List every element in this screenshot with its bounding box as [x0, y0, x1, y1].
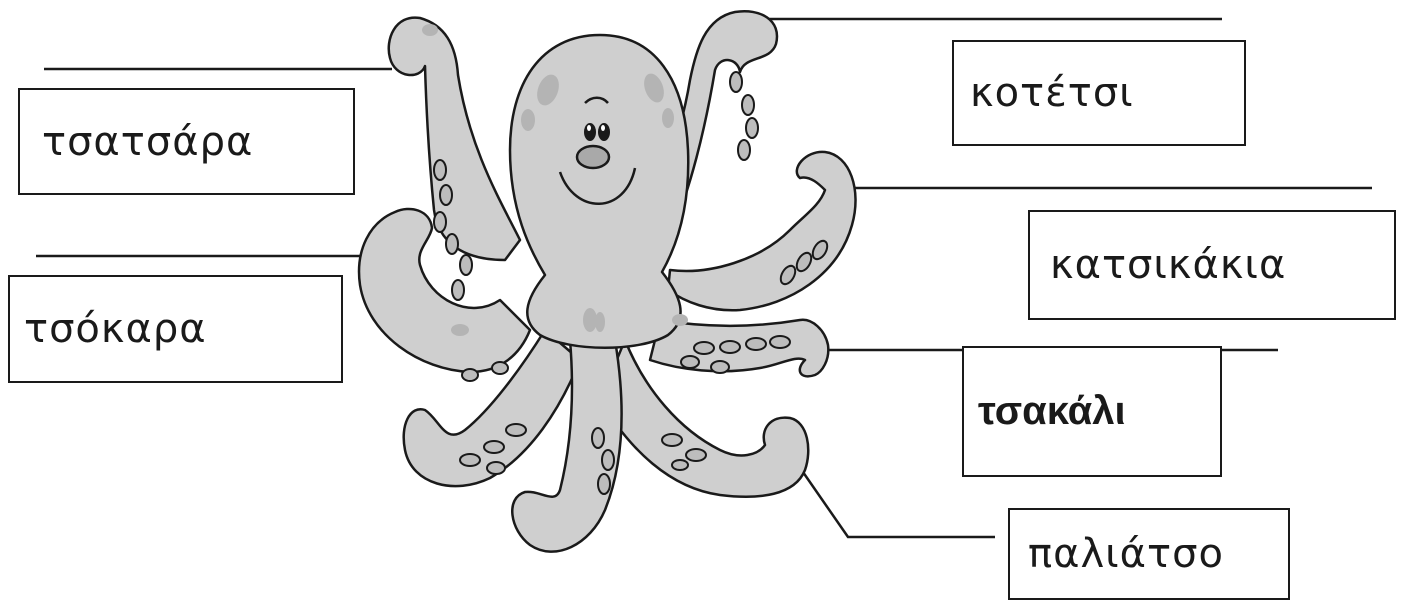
arm-mid-right: [668, 152, 856, 310]
word-label: τσακάλι: [978, 389, 1126, 434]
word-box-tsokara: τσόκαρα: [8, 275, 343, 383]
word-box-kotetsi: κοτέτσι: [952, 40, 1246, 146]
word-box-tsakali: τσακάλι: [962, 346, 1222, 477]
word-label: τσατσάρα: [42, 119, 253, 165]
word-box-paliatso: παλιάτσο: [1008, 508, 1290, 600]
word-box-tsatsara: τσατσάρα: [18, 88, 355, 195]
octopus-nose: [577, 146, 609, 168]
word-label: κοτέτσι: [970, 70, 1134, 116]
word-label: παλιάτσο: [1028, 531, 1224, 577]
octopus-head: [510, 35, 688, 348]
word-label: κατσικάκια: [1050, 242, 1286, 288]
word-box-katsikakia: κατσικάκια: [1028, 210, 1396, 320]
word-label: τσόκαρα: [24, 306, 207, 352]
